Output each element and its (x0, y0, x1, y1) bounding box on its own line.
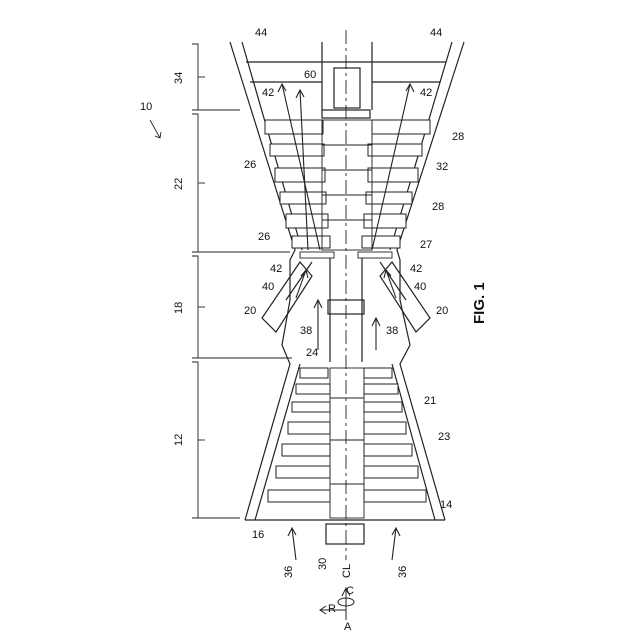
label-27: 27 (420, 239, 432, 251)
label-20-left: 20 (244, 305, 256, 317)
label-28-a: 28 (452, 131, 464, 143)
label-cl: CL (341, 564, 353, 578)
label-21: 21 (424, 395, 436, 407)
label-axis-a: A (344, 621, 352, 633)
label-60: 60 (304, 69, 316, 81)
label-axis-r: R (328, 603, 336, 615)
label-30: 30 (317, 558, 329, 570)
label-32: 32 (436, 161, 448, 173)
section-brackets (192, 44, 292, 518)
label-23: 23 (438, 431, 450, 443)
label-10: 10 (140, 101, 152, 113)
label-44-left: 44 (255, 27, 267, 39)
label-36-right: 36 (397, 566, 409, 578)
label-20-right: 20 (436, 305, 448, 317)
label-42-d: 42 (410, 263, 422, 275)
label-16: 16 (252, 529, 264, 541)
label-26-b: 26 (258, 231, 270, 243)
label-42-b: 42 (420, 87, 432, 99)
axis-indicator (320, 588, 354, 620)
label-38-left: 38 (300, 325, 312, 337)
label-22: 22 (173, 178, 185, 190)
label-42-a: 42 (262, 87, 274, 99)
label-38-right: 38 (386, 325, 398, 337)
reference-labels: 10 34 22 18 12 44 44 60 42 42 42 42 26 2… (140, 27, 488, 633)
label-40-left: 40 (262, 281, 274, 293)
label-24: 24 (306, 347, 318, 359)
label-42-c: 42 (270, 263, 282, 275)
label-44-right: 44 (430, 27, 442, 39)
label-28-b: 28 (432, 201, 444, 213)
label-14: 14 (440, 499, 452, 511)
figure-label: FIG. 1 (471, 282, 488, 324)
label-12: 12 (173, 434, 185, 446)
label-36-left: 36 (283, 566, 295, 578)
label-18: 18 (173, 302, 185, 314)
turbine-blades (265, 120, 430, 258)
label-40-right: 40 (414, 281, 426, 293)
label-26-a: 26 (244, 159, 256, 171)
label-34: 34 (173, 72, 185, 84)
